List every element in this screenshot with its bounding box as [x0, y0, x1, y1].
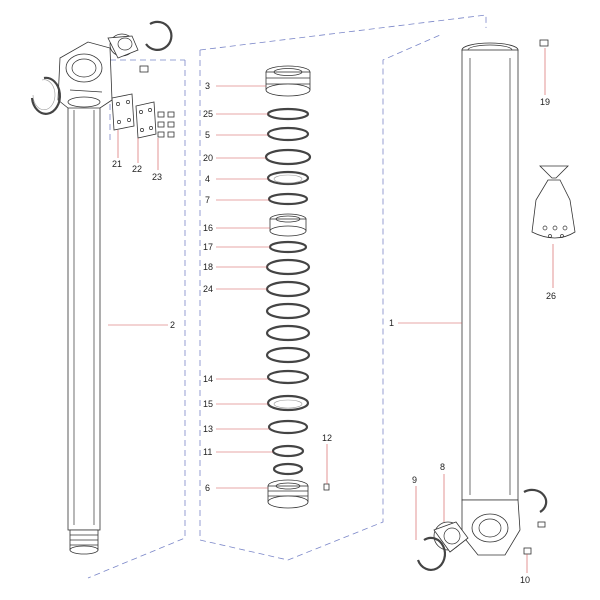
part-22-plate: [135, 101, 157, 139]
callout-15: 15: [203, 399, 213, 409]
seal-ring-stack: [264, 107, 312, 206]
callout-12: 12: [322, 433, 332, 443]
callout-23: 23: [152, 172, 162, 182]
part-9-snap-ring: [416, 536, 447, 571]
part-21-plate: [111, 93, 135, 131]
callout-26: 26: [546, 291, 556, 301]
part-1-cylinder-tube: [461, 42, 519, 501]
callout-4: 4: [205, 174, 210, 184]
part-2-barrel: [67, 104, 101, 555]
callout-13: 13: [203, 424, 213, 434]
part-3-gland-nut: [265, 65, 311, 97]
part-19-grease-fitting: [539, 39, 549, 47]
part-8-bushing: [433, 521, 469, 553]
snap-ring-top: [145, 20, 173, 51]
callout-19: 19: [540, 97, 550, 107]
callout-14: 14: [203, 374, 213, 384]
snap-ring-bottom-right: [523, 488, 548, 513]
callout-8: 8: [440, 462, 445, 472]
seal-ring-stack-lower: [265, 240, 311, 476]
callout-2: 2: [170, 320, 175, 330]
callout-1: 1: [389, 318, 394, 328]
part-1-base-clevis: [461, 499, 521, 556]
callout-3: 3: [205, 81, 210, 91]
callout-21: 21: [112, 159, 122, 169]
callout-18: 18: [203, 262, 213, 272]
grease-fitting-top-left: [139, 65, 149, 73]
part-10-grease-fitting: [523, 547, 532, 555]
part-6-piston: [267, 479, 309, 509]
callout-6: 6: [205, 483, 210, 493]
snap-ring-left: [30, 76, 61, 115]
callout-7: 7: [205, 195, 210, 205]
leader-lines: [108, 48, 554, 573]
callout-10: 10: [520, 575, 530, 585]
callout-17: 17: [203, 242, 213, 252]
part-26-parts-bag: [531, 165, 576, 239]
callout-9: 9: [412, 475, 417, 485]
callout-25: 25: [203, 109, 213, 119]
part-16-sleeve: [269, 213, 307, 237]
callout-labels: 2 21 22 23 3 25 5 20 4 7 16 17 18 24 14 …: [112, 81, 556, 585]
bushing-top-left: [107, 33, 139, 59]
bolt-bottom-right: [537, 521, 546, 528]
callout-24: 24: [203, 284, 213, 294]
part-23-bolts: [157, 111, 175, 138]
callout-16: 16: [203, 223, 213, 233]
callout-11: 11: [203, 447, 212, 457]
callout-5: 5: [205, 130, 210, 140]
callout-22: 22: [132, 164, 142, 174]
part-12-set-screw: [323, 483, 330, 491]
part-2-clevis-head: [57, 41, 113, 109]
callout-20: 20: [203, 153, 213, 163]
